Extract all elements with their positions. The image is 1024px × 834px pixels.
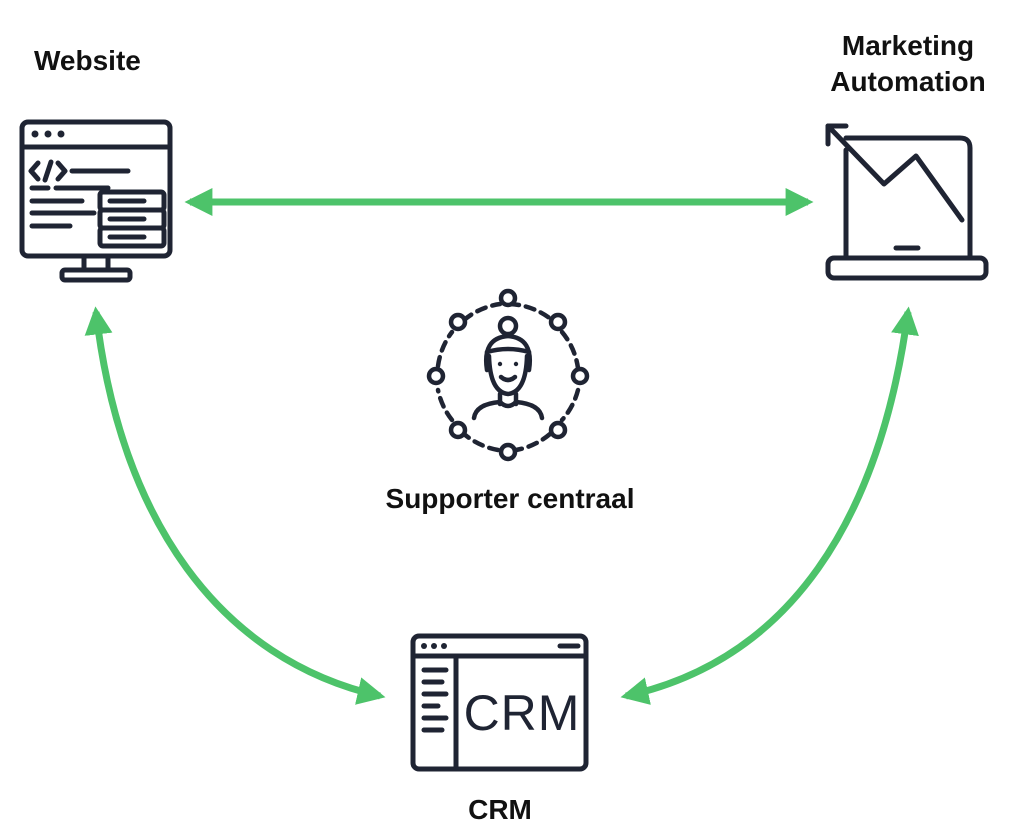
person-avatar	[471, 315, 545, 421]
website-label: Website	[34, 45, 141, 76]
crm-screen-text: CRM	[464, 685, 581, 741]
connection-arrows	[84, 188, 919, 705]
crm-label: CRM	[468, 794, 532, 825]
website-monitor-code-server-icon	[19, 119, 173, 283]
marketing-automation-label-line2: Automation	[830, 66, 986, 97]
marketing-automation-label-line1: Marketing	[841, 30, 975, 61]
arrow-marketing-crm	[620, 306, 919, 705]
supporter-centraal-label: Supporter centraal	[385, 483, 635, 514]
marketing-automation-label: Marketing Automation	[810, 28, 1006, 100]
laptop-trend-chart-icon	[825, 123, 989, 281]
arrow-website-crm	[84, 306, 386, 705]
crm-window-icon: CRM	[410, 633, 589, 772]
supporter-network-icon	[426, 288, 590, 462]
